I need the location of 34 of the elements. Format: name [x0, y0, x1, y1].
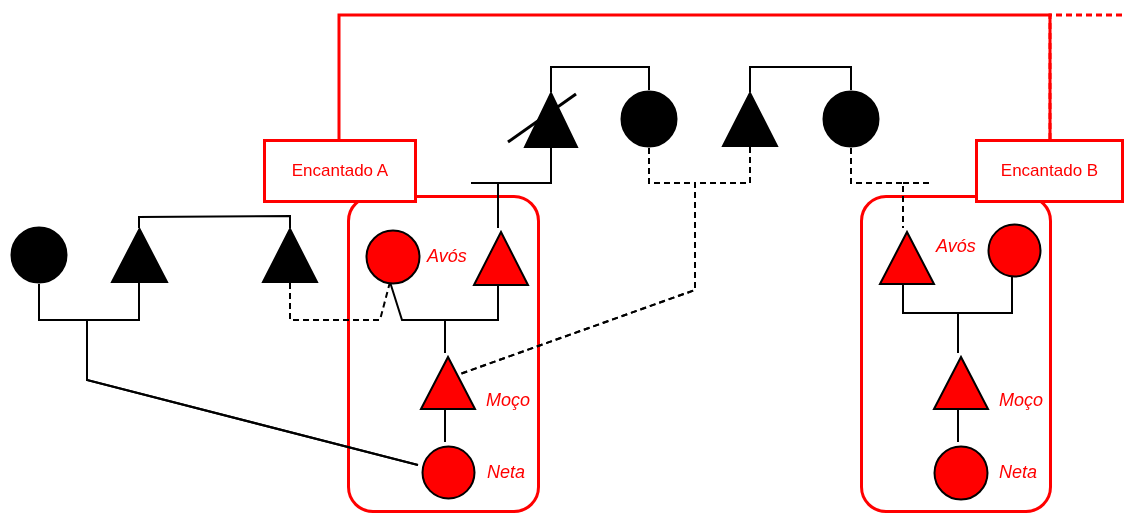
kinship-line	[138, 215, 291, 229]
male-symbol	[111, 228, 168, 283]
kinship-line	[337, 13, 1052, 139]
deceased-male-symbol	[508, 92, 578, 148]
female-symbol	[421, 445, 476, 500]
kinship-line	[289, 281, 391, 321]
kinship-line	[749, 66, 852, 93]
kinship-line	[1048, 13, 1124, 139]
female-symbol	[10, 226, 68, 284]
kin-label: Moço	[999, 390, 1043, 410]
kin-label: Moço	[486, 390, 530, 410]
kinship-line	[550, 66, 650, 93]
female-symbol	[986, 223, 1043, 278]
label-box: Encantado A	[263, 139, 417, 203]
kin-label: Avós	[936, 236, 976, 256]
kinship-line	[850, 147, 904, 229]
female-symbol	[822, 90, 880, 148]
kinship-line	[497, 147, 552, 229]
male-symbol	[420, 356, 476, 410]
kin-label: Neta	[999, 462, 1038, 482]
male-symbol	[933, 356, 989, 410]
male-symbol	[722, 92, 778, 147]
label-box: Encantado B	[975, 139, 1124, 203]
male-symbol	[879, 231, 935, 285]
group-frame	[860, 195, 1052, 513]
female-symbol	[365, 229, 421, 285]
male-symbol	[473, 231, 529, 286]
group-frame	[347, 195, 540, 513]
kinship-line	[459, 146, 751, 375]
kin-label: Avós	[427, 246, 467, 266]
female-symbol	[620, 90, 678, 148]
female-symbol	[933, 445, 989, 501]
kin-label: Neta	[487, 462, 526, 482]
male-symbol	[262, 228, 318, 283]
